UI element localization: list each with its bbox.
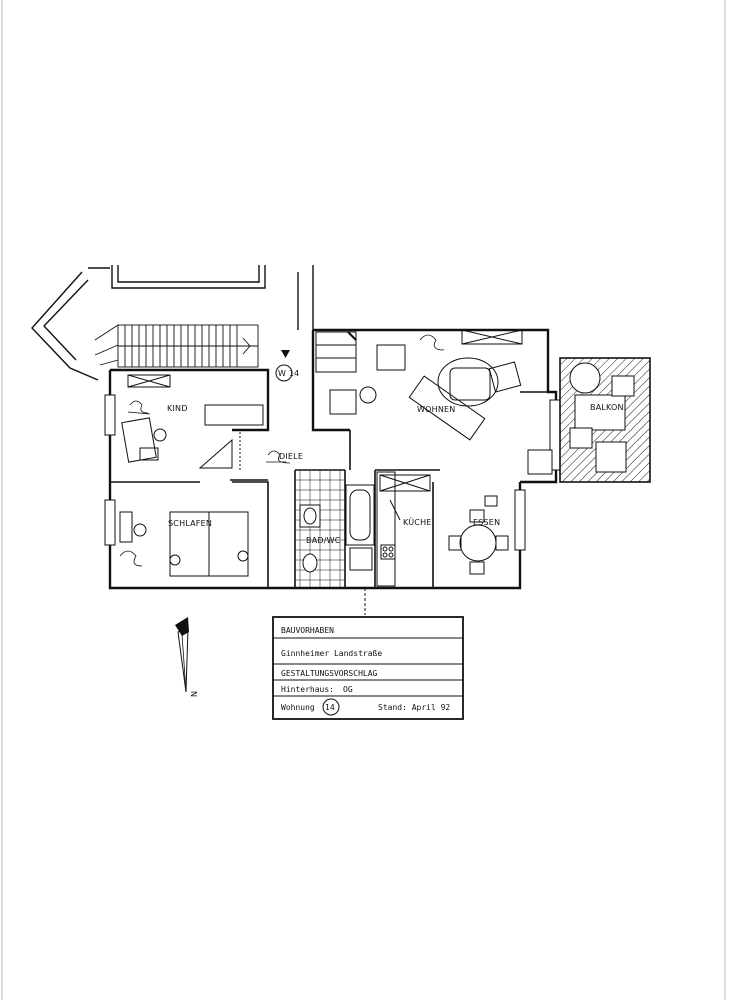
stairwell-outline [31, 265, 314, 381]
room-label-kueche: KÜCHE [403, 517, 432, 527]
north-arrow-icon: N [175, 617, 198, 697]
schlafen-furniture [119, 511, 249, 577]
wohnen-furniture [408, 329, 523, 441]
windows [104, 394, 561, 551]
title-block-date: Stand: April 92 [378, 703, 450, 712]
balcony [527, 357, 651, 483]
essen-furniture [448, 495, 509, 575]
interior-walls [110, 391, 548, 588]
room-label-balkon: BALKON [590, 403, 624, 412]
room-label-diele: DIELE [279, 452, 303, 461]
title-block-unit-label: Wohnung [281, 703, 315, 712]
title-block-address: Ginnheimer Landstraße [281, 649, 382, 658]
title-block-project-label: BAUVORHABEN [281, 626, 334, 635]
title-block-proposal-label: GESTALTUNGSVORSCHLAG [281, 669, 378, 678]
room-label-schlafen: SCHLAFEN [168, 519, 212, 528]
title-block: BAUVORHABEN Ginnheimer Landstraße GESTAL… [272, 616, 464, 720]
entrance-marker: W 14 [275, 350, 299, 382]
entrance-marker-label: W 14 [278, 369, 299, 378]
room-label-kind: KIND [167, 404, 188, 413]
kueche-fittings [376, 471, 431, 587]
room-label-wohnen: WOHNEN [417, 405, 455, 414]
diele-elements [198, 430, 291, 470]
kind-furniture [121, 374, 264, 463]
room-label-essen: ESSEN [473, 518, 500, 527]
north-arrow-label: N [189, 691, 198, 697]
title-block-floor: OG [343, 685, 353, 694]
bad-wc [296, 471, 375, 587]
title-block-building-label: Hinterhaus: [281, 685, 334, 694]
room-label-bad-wc: BAD/WC [306, 536, 341, 545]
entry-cabinet [315, 331, 406, 415]
staircase [94, 324, 259, 368]
title-block-unit-number: 14 [325, 703, 335, 712]
